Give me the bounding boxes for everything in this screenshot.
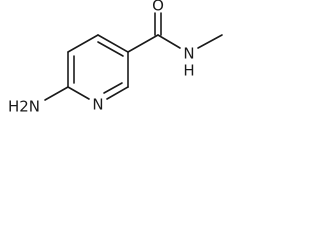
ring-bond-n1-c6 [67, 86, 90, 100]
bond-carbonyl-amide-n [157, 34, 181, 49]
amide-nitrogen-label: N [183, 45, 194, 63]
bond-c3-carbonyl-carbon [127, 34, 159, 53]
carboxamide-group [127, 12, 223, 53]
ring-bond-c4-c3 [97, 34, 129, 53]
amide-hydrogen-label: H [183, 62, 194, 80]
ring-bond-c5-c4 [67, 34, 99, 53]
amino-group-label: H2N [8, 98, 40, 116]
bond-amide-n-methyl [197, 34, 223, 49]
bond-c6-amino [44, 86, 69, 101]
pyridine-ring [67, 34, 129, 100]
ring-bond-c2-n1 [106, 86, 129, 100]
ring-inner-bond-c4-c3 [97, 41, 124, 57]
ring-nitrogen-label: N [92, 96, 103, 114]
ring-inner-bond-c2-n1 [103, 82, 123, 94]
molecule-structure-diagram: O N H N H2N [8, 0, 223, 116]
carbonyl-oxygen-label: O [152, 0, 164, 15]
